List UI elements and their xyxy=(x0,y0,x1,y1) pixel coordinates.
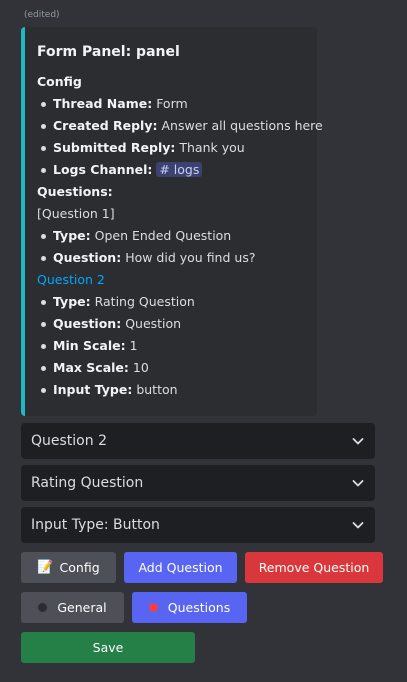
item-value: 10 xyxy=(132,360,149,375)
remove-question-button[interactable]: Remove Question xyxy=(245,552,383,583)
item-value: Question xyxy=(125,316,182,331)
list-item: Type: Open Ended Question xyxy=(37,225,317,247)
list-item: Max Scale: 10 xyxy=(37,357,317,379)
item-label: Logs Channel: xyxy=(53,162,153,177)
list-item: Created Reply: Answer all questions here xyxy=(37,115,323,137)
item-value: How did you find us? xyxy=(125,250,256,265)
item-label: Input Type: xyxy=(53,382,133,397)
list-item: Question: How did you find us? xyxy=(37,247,317,269)
config-button[interactable]: 📝 Config xyxy=(21,552,116,583)
questions-button[interactable]: Questions xyxy=(132,592,247,623)
config-list: Thread Name: Form Created Reply: Answer … xyxy=(37,93,323,181)
list-item: Input Type: button xyxy=(37,379,317,401)
item-value: Open Ended Question xyxy=(94,228,232,243)
question1-list: Type: Open Ended Question Question: How … xyxy=(37,225,317,269)
status-dot-icon xyxy=(38,603,48,612)
memo-icon: 📝 xyxy=(37,560,54,575)
chevron-down-icon xyxy=(352,522,364,529)
item-label: Max Scale: xyxy=(53,360,129,375)
general-button[interactable]: General xyxy=(21,592,124,623)
list-item: Question: Question xyxy=(37,313,317,335)
item-label: Type: xyxy=(53,228,91,243)
config-heading: Config xyxy=(37,74,82,89)
button-label: General xyxy=(57,600,107,615)
input-type-select[interactable]: Input Type: Button xyxy=(21,507,375,543)
button-label: Questions xyxy=(167,600,231,615)
edited-label: (edited) xyxy=(24,10,60,20)
item-value: Form xyxy=(156,96,188,111)
add-question-button[interactable]: Add Question xyxy=(124,552,237,583)
item-value: Thank you xyxy=(179,140,245,155)
question-select[interactable]: Question 2 xyxy=(21,423,375,459)
item-value: Rating Question xyxy=(94,294,195,309)
item-label: Type: xyxy=(53,294,91,309)
chevron-down-icon xyxy=(352,438,364,445)
item-label: Submitted Reply: xyxy=(53,140,176,155)
item-label: Created Reply: xyxy=(53,118,158,133)
item-label: Question: xyxy=(53,250,122,265)
question1-label: [Question 1] xyxy=(37,206,115,221)
button-label: Config xyxy=(59,560,100,575)
status-dot-icon xyxy=(148,603,158,612)
list-item: Logs Channel: # logs xyxy=(37,159,317,181)
item-label: Min Scale: xyxy=(53,338,126,353)
question-type-select[interactable]: Rating Question xyxy=(21,465,375,501)
questions-heading: Questions: xyxy=(37,184,113,199)
select-value: Input Type: Button xyxy=(31,517,160,533)
item-label: Question: xyxy=(53,316,122,331)
list-item: Type: Rating Question xyxy=(37,291,317,313)
item-value: 1 xyxy=(129,338,138,353)
embed-title: Form Panel: panel xyxy=(37,44,180,60)
save-button[interactable]: Save xyxy=(21,632,195,663)
question2-link[interactable]: Question 2 xyxy=(37,272,105,287)
item-value: Answer all questions here xyxy=(161,118,323,133)
list-item: Min Scale: 1 xyxy=(37,335,317,357)
item-value: button xyxy=(136,382,178,397)
list-item: Thread Name: Form xyxy=(37,93,317,115)
chevron-down-icon xyxy=(352,480,364,487)
item-label: Thread Name: xyxy=(53,96,153,111)
form-panel-embed: Form Panel: panel Config Thread Name: Fo… xyxy=(21,27,323,416)
select-value: Rating Question xyxy=(31,475,144,491)
question2-list: Type: Rating Question Question: Question… xyxy=(37,291,317,401)
list-item: Submitted Reply: Thank you xyxy=(37,137,317,159)
select-value: Question 2 xyxy=(31,433,107,449)
channel-mention[interactable]: # logs xyxy=(156,162,203,177)
